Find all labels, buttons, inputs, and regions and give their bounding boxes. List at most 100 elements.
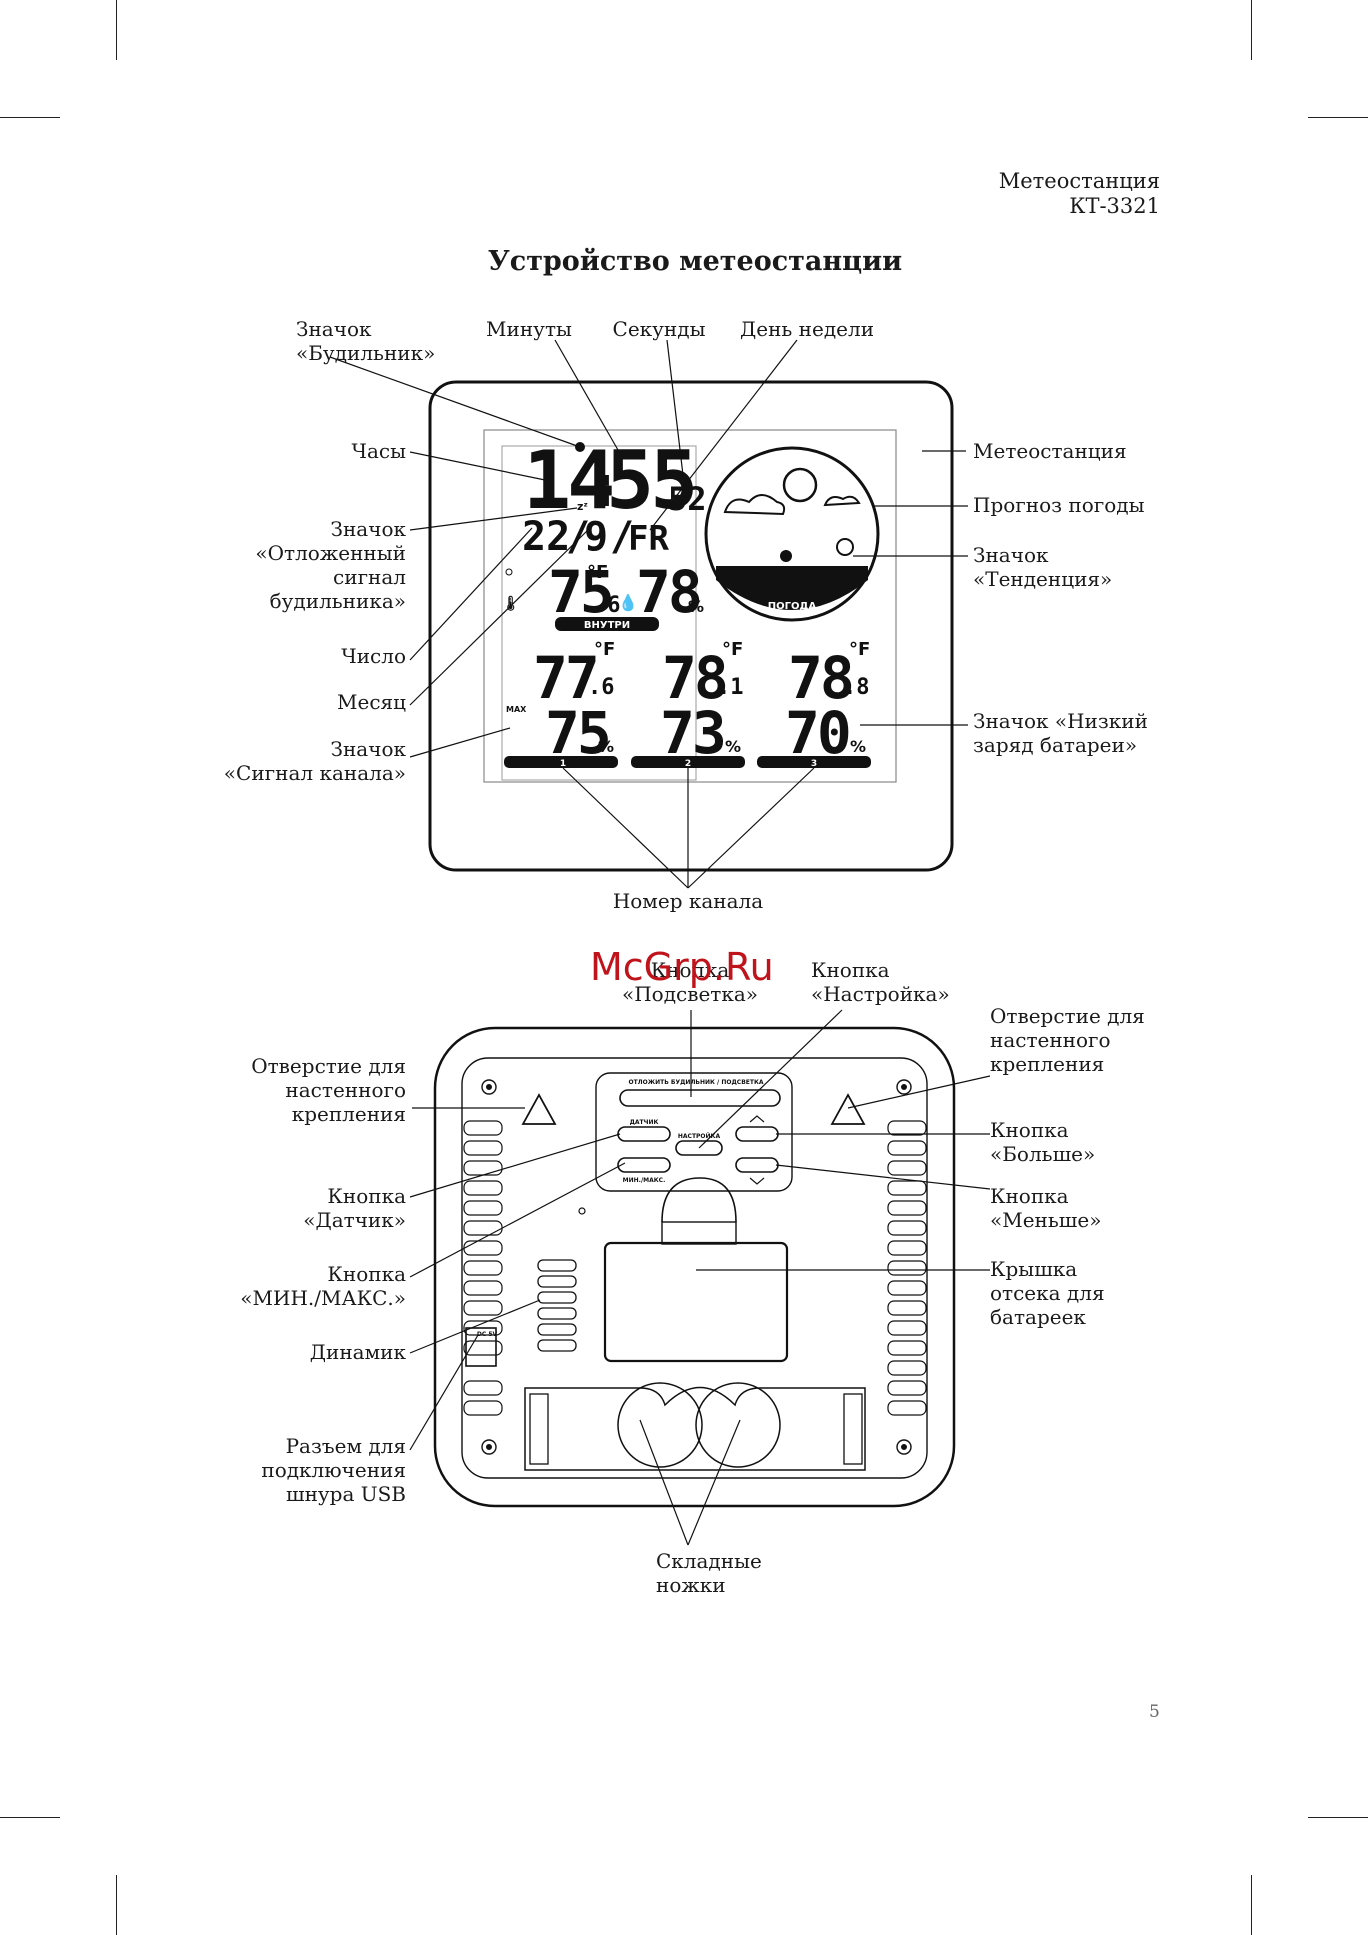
svg-text:DC 5V: DC 5V bbox=[477, 1331, 498, 1338]
svg-text:78: 78 bbox=[788, 644, 852, 712]
crop-mark bbox=[1251, 1875, 1252, 1935]
lcd-day: 22 bbox=[522, 514, 570, 560]
indoor-temp-dec: .6 bbox=[594, 593, 621, 618]
label-setup: Кнопка «Настройка» bbox=[811, 958, 950, 1006]
crop-mark bbox=[116, 0, 117, 60]
svg-text:°F: °F bbox=[587, 562, 608, 583]
label-trend-icon: Значок «Тенденция» bbox=[973, 543, 1113, 591]
svg-text:70: 70 bbox=[785, 699, 849, 767]
svg-text:73: 73 bbox=[660, 699, 724, 767]
channel-number-1: 1 bbox=[560, 759, 566, 769]
flower-icon bbox=[780, 550, 792, 562]
svg-text:НАСТРОЙКА: НАСТРОЙКА bbox=[678, 1132, 721, 1140]
thermometer-icon: 🌡 bbox=[502, 595, 520, 612]
svg-text:.6: .6 bbox=[588, 675, 615, 700]
sensor-button bbox=[617, 1126, 671, 1142]
label-month: Месяц bbox=[337, 690, 406, 714]
back-device bbox=[433, 1026, 956, 1508]
cloud-icon bbox=[823, 495, 861, 507]
battery-cover bbox=[603, 1241, 789, 1363]
label-signal-icon: Значок «Сигнал канала» bbox=[223, 737, 406, 785]
front-device: 14 : 55 52 zᶻ 22 / 9 / FR 75 .6 °F 💧 78 … bbox=[428, 380, 954, 872]
label-forecast: Прогноз погоды bbox=[973, 493, 1145, 517]
crop-mark bbox=[0, 117, 60, 118]
svg-text:°F: °F bbox=[722, 639, 743, 660]
svg-text:%: % bbox=[725, 737, 741, 756]
svg-text:/: / bbox=[566, 514, 590, 560]
label-station: Метеостанция bbox=[973, 439, 1127, 463]
label-wall-hole-right: Отверстие для настенного крепления bbox=[990, 1004, 1145, 1076]
label-channel-number: Номер канала bbox=[612, 889, 764, 913]
svg-text:МИН./МАКС.: МИН./МАКС. bbox=[623, 1177, 666, 1184]
drop-icon: 💧 bbox=[618, 593, 638, 612]
svg-text:%: % bbox=[598, 737, 614, 756]
minmax-button bbox=[617, 1157, 671, 1173]
svg-text:.1: .1 bbox=[717, 675, 744, 700]
channel-2: 78 .1 °F 73 % 2 bbox=[631, 639, 745, 769]
channel-number-3: 3 bbox=[811, 759, 817, 769]
label-alarm-icon: Значок «Будильник» bbox=[296, 317, 436, 365]
svg-text:%: % bbox=[850, 737, 866, 756]
indoor-temp: 75 bbox=[548, 558, 612, 626]
indoor-hum: 78 bbox=[636, 558, 700, 626]
label-down: Кнопка «Меньше» bbox=[990, 1184, 1102, 1232]
label-wall-hole-left: Отверстие для настенного крепления bbox=[251, 1054, 406, 1126]
usb-port bbox=[465, 1327, 497, 1367]
label-weekday: День недели bbox=[740, 317, 875, 341]
crop-mark bbox=[1251, 0, 1252, 60]
svg-text:ДАТЧИК: ДАТЧИК bbox=[630, 1119, 659, 1126]
cloud-icon bbox=[723, 494, 786, 516]
label-up: Кнопка «Больше» bbox=[990, 1118, 1096, 1166]
folding-leg-left bbox=[617, 1382, 703, 1468]
leader-lines-front bbox=[329, 339, 968, 889]
label-hours: Часы bbox=[351, 439, 406, 463]
label-minmax: Кнопка «МИН./МАКС.» bbox=[240, 1262, 406, 1310]
svg-text:78: 78 bbox=[662, 644, 726, 712]
down-arrow-icon bbox=[749, 1177, 765, 1185]
crop-mark bbox=[1308, 117, 1368, 118]
forecast-dial bbox=[704, 446, 880, 622]
header-title: Метеостанция bbox=[998, 169, 1160, 193]
svg-text:/: / bbox=[610, 514, 634, 560]
page-number: 5 bbox=[1149, 1702, 1160, 1722]
label-date: Число bbox=[341, 644, 406, 668]
svg-text:°F: °F bbox=[849, 639, 870, 660]
svg-text:MAX: MAX bbox=[506, 705, 527, 714]
folding-leg-right bbox=[695, 1382, 781, 1468]
svg-text:%: % bbox=[688, 597, 704, 616]
lcd-month: 9 bbox=[584, 514, 608, 560]
weather-label: ПОГОДА bbox=[768, 601, 817, 612]
channel-1: 77 .6 °F 75 % MAX 1 bbox=[504, 639, 618, 769]
setup-button bbox=[675, 1140, 723, 1156]
label-minutes: Минуты bbox=[486, 317, 572, 341]
snooze-icon: zᶻ bbox=[577, 500, 588, 513]
channel-3: 78 .8 °F 70 % 3 bbox=[757, 639, 871, 769]
label-seconds: Секунды bbox=[612, 317, 706, 341]
up-arrow-icon bbox=[749, 1115, 765, 1123]
wall-hole-right bbox=[830, 1093, 866, 1125]
svg-text:77: 77 bbox=[533, 644, 597, 712]
svg-text:°F: °F bbox=[594, 639, 615, 660]
indoor-label: ВНУТРИ bbox=[584, 620, 630, 631]
label-low-battery: Значок «Низкий заряд батареи» bbox=[973, 709, 1148, 757]
leader-lines-back bbox=[409, 1009, 991, 1546]
sun-icon bbox=[782, 467, 818, 503]
watermark: McGrp.Ru bbox=[590, 945, 774, 989]
header-model: КТ-3321 bbox=[1069, 194, 1160, 218]
lcd-hours: 14 bbox=[523, 434, 612, 527]
lcd-weekday: FR bbox=[628, 519, 669, 559]
label-legs: Складные ножки bbox=[656, 1549, 762, 1597]
crop-mark bbox=[1308, 1817, 1368, 1818]
backlight-button-text: ОТЛОЖИТЬ БУДИЛЬНИК / ПОДСВЕТКА bbox=[628, 1079, 763, 1086]
up-button bbox=[735, 1126, 779, 1142]
svg-text:75: 75 bbox=[545, 699, 609, 767]
label-backlight: Кнопка «Подсветка» bbox=[621, 958, 759, 1006]
crop-mark bbox=[0, 1817, 60, 1818]
lcd-minutes: 55 bbox=[606, 434, 694, 527]
label-snooze-icon: Значок «Отложенный сигнал будильника» bbox=[255, 517, 406, 613]
svg-text::: : bbox=[586, 451, 622, 521]
down-button bbox=[735, 1157, 779, 1173]
label-sensor: Кнопка «Датчик» bbox=[303, 1184, 406, 1232]
label-speaker: Динамик bbox=[309, 1340, 406, 1364]
